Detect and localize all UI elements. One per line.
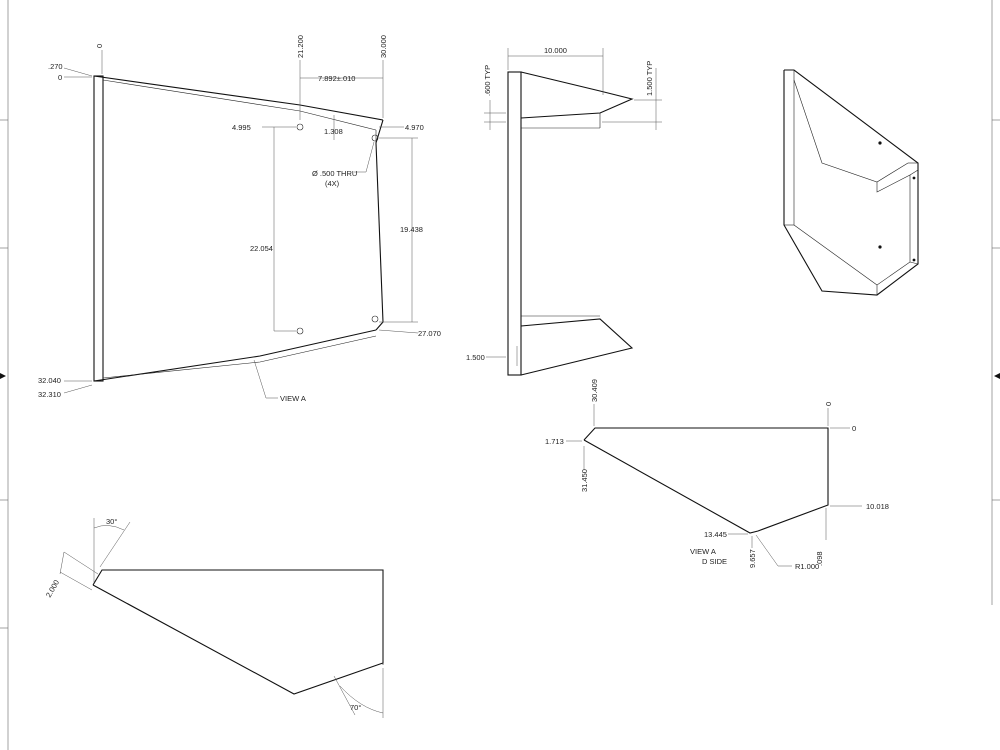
dim-lip-typ: 1.500 TYP xyxy=(645,61,654,96)
dim-bottom-32040: 32.040 xyxy=(38,376,61,385)
dim-angle-top: 30° xyxy=(106,517,117,526)
profile-view-label-1: VIEW A xyxy=(690,547,716,556)
dim-profile-radius: R1.000 xyxy=(795,562,819,571)
dim-profile-right-top: 0 xyxy=(852,424,856,433)
hole-bottom-right-icon xyxy=(371,315,379,323)
sheet-arrow-right-icon xyxy=(994,373,1000,379)
dim-bottom-32310: 32.310 xyxy=(38,390,61,399)
iso-hole-bottom-icon xyxy=(878,245,882,249)
front-view: 0 21.200 30.000 7.892±.010 .270 0 32.040… xyxy=(38,35,441,403)
dim-hole-left-y: 4.995 xyxy=(232,123,251,132)
dim-bottom-right-y: 27.070 xyxy=(418,329,441,338)
hole-note-line1: Ø .500 THRU xyxy=(312,169,357,178)
hole-top-right-icon xyxy=(371,134,379,142)
dim-vert-right: 19.438 xyxy=(400,225,423,234)
dim-hole-right-y: 4.970 xyxy=(405,123,424,132)
side-view: 10.000 .600 TYP 1.500 TYP 1.500 xyxy=(466,46,662,376)
dim-angle-bottom: 70° xyxy=(350,703,361,712)
profile-view: 30.409 0 0 1.713 31.450 10.018 13.445 9.… xyxy=(545,379,889,571)
dim-hole-offset: 1.308 xyxy=(324,127,343,136)
dim-x-30000: 30.000 xyxy=(379,35,388,58)
dim-edge-2000: 2.000 xyxy=(44,578,61,599)
dim-profile-top-right: 0 xyxy=(824,402,833,406)
dim-profile-bottom-y: 13.445 xyxy=(704,530,727,539)
iso-hole-flange-bottom-icon xyxy=(912,258,916,262)
dim-profile-small-x: .098 xyxy=(815,551,824,566)
dim-side-bottom: 1.500 xyxy=(466,353,485,362)
sheet-arrow-left-icon xyxy=(0,373,6,379)
profile-view-label-2: D SIDE xyxy=(702,557,727,566)
dim-side-width: 10.000 xyxy=(544,46,567,55)
dim-profile-right-mid: 10.018 xyxy=(866,502,889,511)
detail-view: 30° 2.000 70° xyxy=(44,517,384,718)
dim-hole-spacing: 7.892±.010 xyxy=(318,74,355,83)
iso-hole-top-icon xyxy=(878,141,882,145)
dim-top-0: 0 xyxy=(58,73,62,82)
hole-note-line2: (4X) xyxy=(325,179,340,188)
view-a-label: VIEW A xyxy=(280,394,306,403)
dim-flange-typ: .600 TYP xyxy=(483,65,492,96)
dim-profile-left-y: 1.713 xyxy=(545,437,564,446)
dim-x-21200: 21.200 xyxy=(296,35,305,58)
hole-bottom-left-icon xyxy=(296,327,304,335)
dim-profile-left-x: 31.450 xyxy=(580,469,589,492)
iso-hole-flange-top-icon xyxy=(912,176,916,180)
hole-top-left-icon xyxy=(296,123,304,131)
dim-profile-bottom-x: 9.657 xyxy=(748,549,757,568)
dim-top-270: .270 xyxy=(48,62,63,71)
isometric-view xyxy=(783,69,919,296)
dim-x-0: 0 xyxy=(95,44,104,48)
dim-vert-left: 22.054 xyxy=(250,244,273,253)
dim-profile-top-left: 30.409 xyxy=(590,379,599,402)
